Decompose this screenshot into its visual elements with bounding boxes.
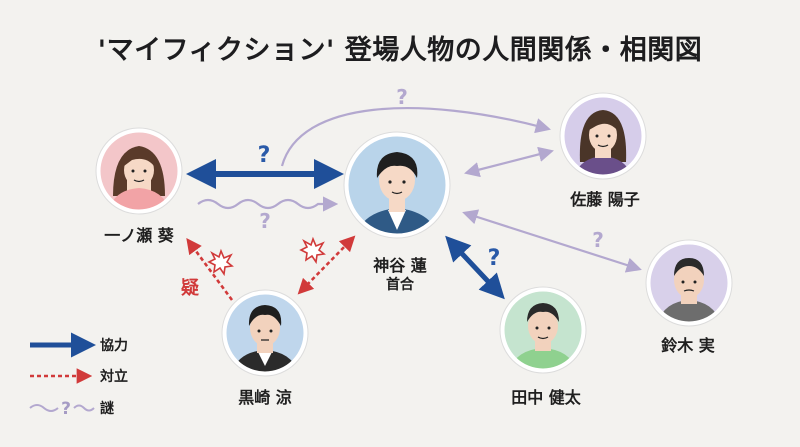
legend-mystery-label: 謎 <box>100 401 114 417</box>
question-mark: ? <box>396 85 408 109</box>
avatar-kamiya[interactable] <box>343 131 451 240</box>
edge-kurosaki-ichinose-conflict <box>186 237 234 301</box>
burst-icon <box>207 248 234 277</box>
legend-mystery-question: ? <box>61 399 71 419</box>
edge-kamiya-sato-mystery <box>464 146 554 178</box>
avatar-tanaka[interactable] <box>499 286 587 374</box>
name-suzuki: 鈴木 実 <box>661 336 715 355</box>
avatar-kurosaki[interactable] <box>221 289 309 377</box>
name-tanaka: 田中 健太 <box>511 388 581 407</box>
question-mark: ? <box>488 246 501 271</box>
edge-kamiya-suzuki-mystery <box>462 209 642 273</box>
avatar-suzuki[interactable] <box>645 239 733 327</box>
question-mark: ? <box>592 228 604 252</box>
avatar-ichinose[interactable] <box>95 127 183 215</box>
avatar-sato[interactable] <box>559 92 647 180</box>
name-ichinose: 一ノ瀬 葵 <box>104 226 174 245</box>
name-sato: 佐藤 陽子 <box>570 190 640 209</box>
question-mark: ? <box>258 143 271 168</box>
legend-mystery-wave-left <box>29 404 59 412</box>
legend-mystery-wave-right <box>73 404 95 412</box>
legend-conflict-label: 対立 <box>100 369 128 385</box>
edge-kamiya-tanaka-cooperation <box>445 235 505 300</box>
edge-ichinose-kamiya-mystery <box>197 196 339 212</box>
edge-kurosaki-kamiya-conflict <box>297 235 356 295</box>
name-kamiya: 神谷 蓮 <box>373 256 427 275</box>
question-mark: ? <box>259 209 271 233</box>
doubt-mark: 疑 <box>181 278 199 299</box>
subtitle-kamiya: 首合 <box>386 277 414 293</box>
diagram-title: 'マイフィクション' 登場人物の人間関係・相関図 <box>97 35 703 66</box>
name-kurosaki: 黒崎 涼 <box>238 388 292 407</box>
burst-icon <box>299 236 326 265</box>
edge-kamiya-sato-mystery-curve <box>280 106 551 167</box>
legend-cooperation-label: 協力 <box>100 338 128 354</box>
